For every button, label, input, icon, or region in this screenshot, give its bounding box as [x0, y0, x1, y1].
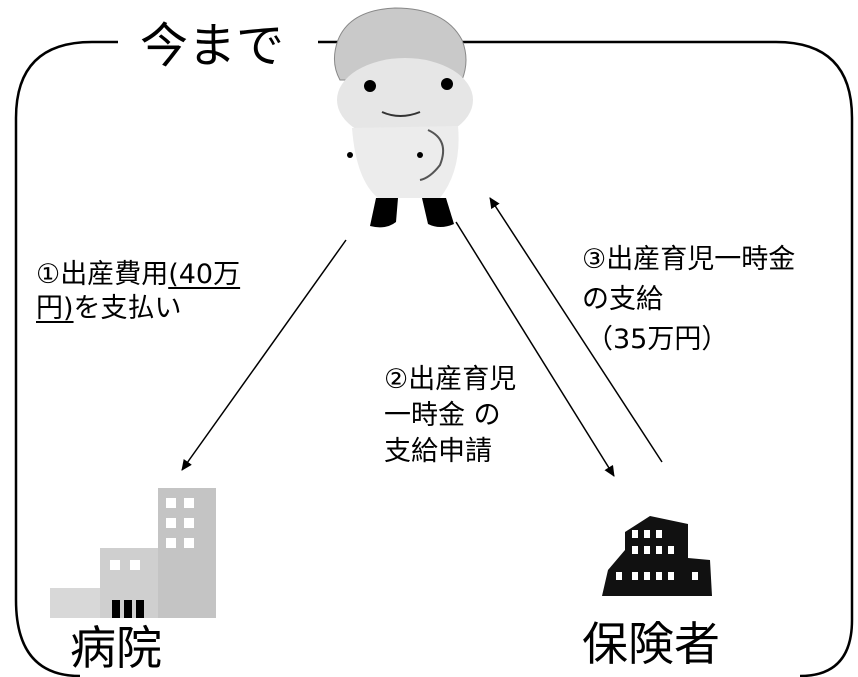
person-illustration — [334, 7, 473, 228]
payment-label-prefix: ①出産費用 — [36, 259, 169, 290]
application-label-line2: 一時金 の — [384, 400, 501, 431]
payment-label-line1: ①出産費用(40万 — [36, 258, 240, 292]
insurer-label: 保険者 — [582, 617, 720, 671]
benefit-label-line3: （35万円） — [586, 324, 729, 355]
payment-amount-part1: (40万 — [168, 259, 241, 290]
benefit-label: ③出産育児一時金 の支給 （35万円） — [582, 240, 795, 360]
insurer-building-icon — [602, 516, 712, 596]
payment-amount-part2: 円) — [36, 293, 74, 324]
application-label-line3: 支給申請 — [384, 436, 492, 467]
payment-label-suffix: を支払い — [73, 293, 182, 324]
arrow-application — [455, 221, 615, 477]
application-label: ②出産育児 一時金 の 支給申請 — [384, 362, 516, 470]
payment-label: ①出産費用(40万 円)を支払い — [36, 258, 240, 326]
payment-label-line2: 円)を支払い — [36, 292, 240, 326]
arrow-benefit — [489, 197, 663, 463]
hospital-building-icon — [50, 488, 216, 618]
benefit-label-line2: の支給 — [582, 284, 663, 315]
frame-border — [14, 40, 854, 677]
diagram-title: 今まで — [140, 18, 285, 74]
arrow-payment — [181, 239, 347, 471]
benefit-label-line1: ③出産育児一時金 — [582, 244, 796, 275]
hospital-label: 病院 — [70, 621, 162, 675]
application-label-line1: ②出産育児 — [384, 364, 517, 395]
